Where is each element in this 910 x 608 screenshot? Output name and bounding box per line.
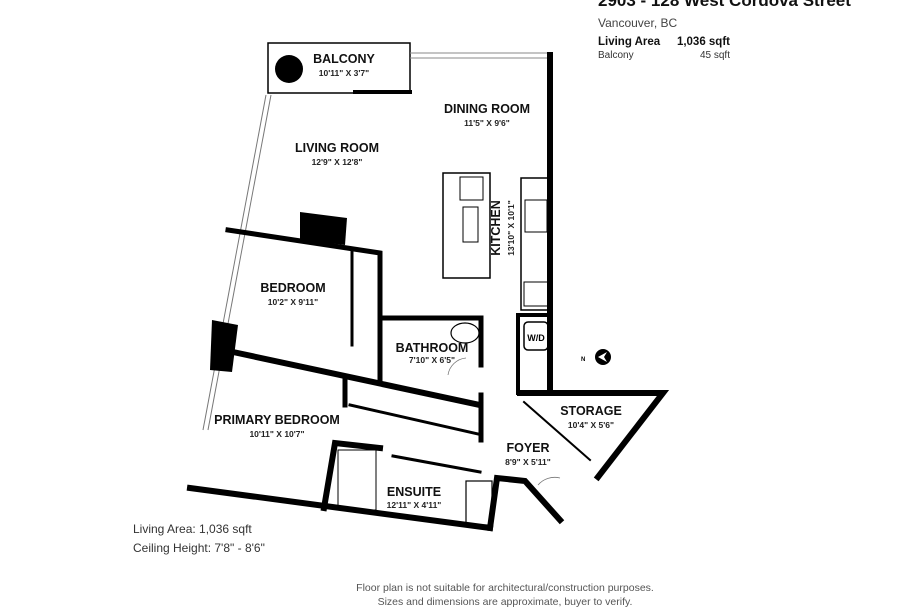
washer-dryer-label: W/D [527,333,545,343]
room-name-storage: STORAGE [560,404,622,418]
bathtub-icon [465,480,493,526]
balcony-area-label: Balcony [598,50,634,61]
disclaimer-line-1: Floor plan is not suitable for architect… [356,582,654,594]
dishwasher-icon [523,281,549,307]
balcony-planter [275,55,303,83]
room-dims-dining: 11'5" X 9'6" [464,118,510,128]
bedroom-wall [225,227,383,383]
room-dims-ensuite: 12'11" X 4'11" [387,500,442,510]
room-labels: BALCONY 10'11" X 3'7" DINING ROOM 11'5" … [214,52,622,510]
room-name-primary-bedroom: PRIMARY BEDROOM [214,413,340,427]
primary-bedroom-wall [229,348,484,409]
kitchen-island [442,172,491,279]
storage-wall [517,390,670,482]
room-dims-foyer: 8'9" X 5'11" [505,457,551,467]
entry-door-swing [537,477,561,486]
room-name-foyer: FOYER [506,441,549,455]
north-arrow-icon [595,349,611,365]
laundry-closet [516,313,552,395]
room-dims-primary-bedroom: 10'11" X 10'7" [249,429,304,439]
walls [186,42,670,532]
room-dims-kitchen: 13'10" X 10'1" [506,200,516,256]
balcony-area-row: Balcony 45 sqft [598,50,730,61]
disclaimer-line-2: Sizes and dimensions are approximate, bu… [377,596,633,608]
exterior-wall-south [186,484,494,532]
balcony-outline [267,42,411,94]
north-label: N [581,357,585,363]
ensuite-wall [320,439,384,512]
kitchen-counter [520,177,550,311]
window-west [202,94,267,431]
room-name-bathroom: BATHROOM [396,341,469,355]
island-appliance-icon [459,176,484,201]
room-name-kitchen: KITCHEN [489,200,503,256]
room-dims-storage: 10'4" X 5'6" [568,420,614,430]
room-name-living: LIVING ROOM [295,141,379,155]
room-name-dining: DINING ROOM [444,102,530,116]
shower-icon [337,449,377,511]
washer-dryer [523,321,549,351]
room-dims-bedroom: 10'2" X 9'11" [268,297,318,307]
room-name-bedroom: BEDROOM [260,281,325,295]
footer-ceiling-height: Ceiling Height: 7'8" - 8'6" [133,541,265,555]
room-dims-living: 12'9" X 12'8" [312,157,363,167]
footer-living-area: Living Area: 1,036 sqft [133,522,252,536]
room-name-balcony: BALCONY [313,52,375,66]
bathroom-sink-icon [450,322,480,344]
door-swing [447,357,467,376]
balcony-area-value: 45 sqft [699,50,730,61]
column [300,212,347,245]
cooktop-icon [524,199,548,233]
room-dims-bathroom: 7'10" X 6'5" [409,355,455,365]
room-name-ensuite: ENSUITE [387,485,441,499]
living-area-label: Living Area [598,36,661,48]
room-dims-balcony: 10'11" X 3'7" [319,68,369,78]
listing-city: Vancouver, BC [598,16,678,30]
listing-address: 2903 - 128 West Cordova Street [598,0,851,10]
column [210,320,238,372]
sink-icon [462,206,479,243]
living-area-value: 1,036 sqft [676,36,730,48]
living-area-row: Living Area 1,036 sqft [598,36,730,48]
bathroom-wall [377,315,484,368]
